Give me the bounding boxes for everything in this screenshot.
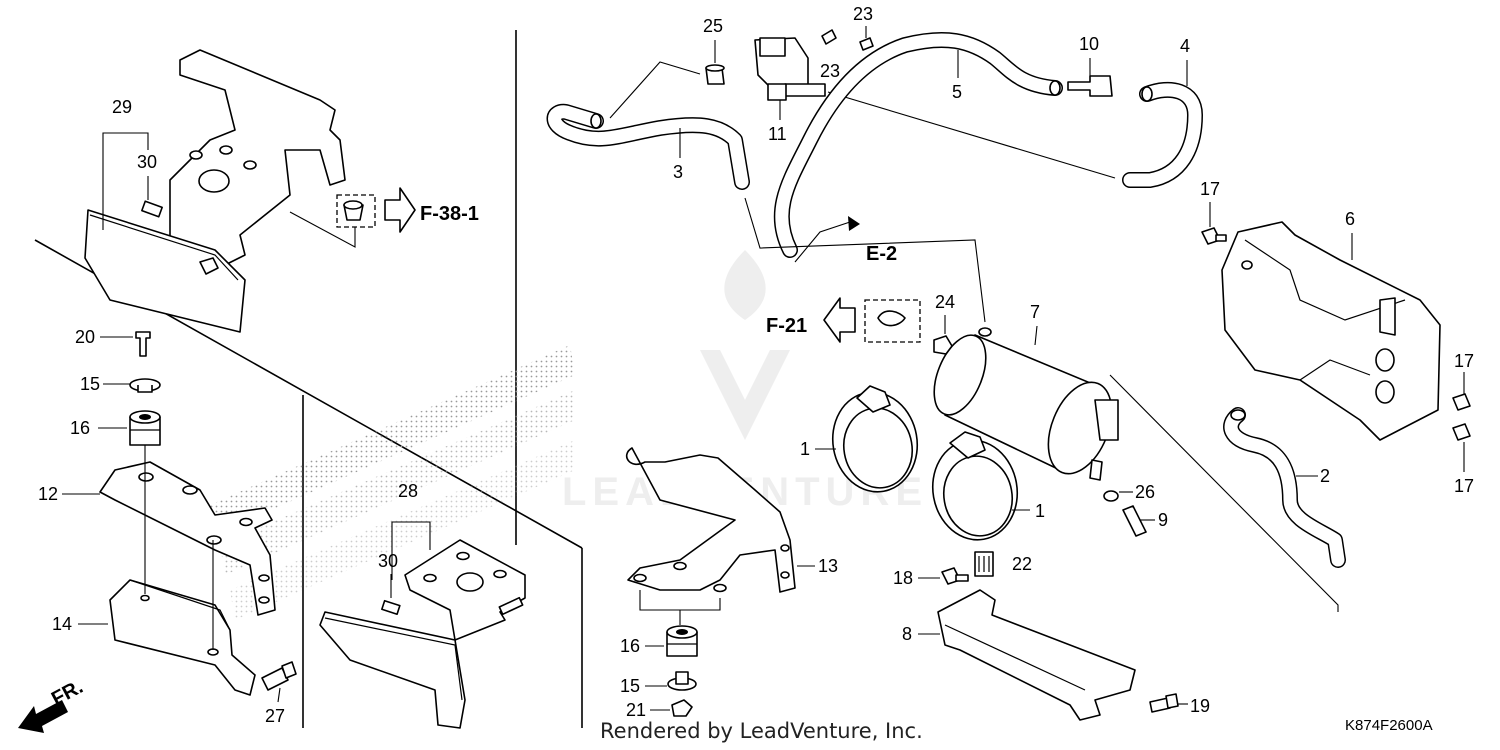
part-16-rubber-upper: 16 xyxy=(70,410,161,446)
callout-11-label: 11 xyxy=(768,124,787,144)
callout-14-label: 14 xyxy=(52,614,72,634)
part-28-bracket-assembly: 28 30 xyxy=(319,481,526,729)
part-14-cover: 14 xyxy=(52,445,256,696)
part-25-clip: 25 xyxy=(609,16,725,119)
callout-27-label: 27 xyxy=(265,706,285,726)
diagram-code: K874F2600A xyxy=(1345,717,1433,734)
part-24-nut: 24 xyxy=(933,292,955,355)
callout-28-label: 28 xyxy=(398,481,418,501)
part-13-bracket: 13 xyxy=(626,447,838,625)
callout-30-upper-label: 30 xyxy=(137,152,157,172)
callout-17-top-label: 17 xyxy=(1200,179,1220,199)
callout-23-label: 23 xyxy=(820,61,840,81)
part-18-bolt: 18 xyxy=(893,567,969,588)
part-7-canister: 7 xyxy=(933,302,1339,612)
part-8-bracket: 22 8 xyxy=(902,551,1136,721)
leader-hose-to-canister xyxy=(744,197,986,323)
part-21-nut: 21 xyxy=(626,699,693,720)
callout-29: 29 30 xyxy=(102,97,157,230)
ref-f21-label: F-21 xyxy=(766,315,807,337)
part-23-screws: 23 23 xyxy=(820,4,874,81)
part-1-band-right: 1 xyxy=(931,431,1045,541)
part-15-collar-upper: 15 xyxy=(80,374,161,394)
callout-30-lower-label: 30 xyxy=(378,551,398,571)
callout-16-lower-label: 16 xyxy=(620,636,640,656)
callout-21-label: 21 xyxy=(626,700,646,720)
callout-10-label: 10 xyxy=(1079,34,1099,54)
callout-1-left-label: 1 xyxy=(800,439,810,459)
callout-19-label: 19 xyxy=(1190,696,1210,716)
callout-7-label: 7 xyxy=(1030,302,1040,322)
ref-e2-label: E-2 xyxy=(866,243,897,265)
callout-2-label: 2 xyxy=(1320,466,1330,486)
part-2-hose: 2 xyxy=(1223,407,1346,568)
callout-25-label: 25 xyxy=(703,16,723,36)
part-27-bolt: 27 xyxy=(261,661,297,726)
ref-f21: F-21 xyxy=(766,297,921,343)
callout-17-mid-label: 17 xyxy=(1454,351,1474,371)
part-26-ring: 26 xyxy=(1103,482,1155,502)
callout-29-label: 29 xyxy=(112,97,132,117)
callout-16-upper-label: 16 xyxy=(70,418,90,438)
part-4-hose: 4 xyxy=(1122,36,1203,188)
callout-9-label: 9 xyxy=(1158,510,1168,530)
callout-20-label: 20 xyxy=(75,327,95,347)
callout-13-label: 13 xyxy=(818,556,838,576)
part-12-bracket: 12 xyxy=(38,461,276,616)
callout-15-upper-label: 15 xyxy=(80,374,100,394)
callout-1-right-label: 1 xyxy=(1035,501,1045,521)
part-19-bolt: 19 xyxy=(1149,693,1210,716)
part-11-solenoid-valve: 11 xyxy=(754,37,1116,179)
rendered-by-credit: Rendered by LeadVenture, Inc. xyxy=(600,719,923,743)
callout-4-label: 4 xyxy=(1180,36,1190,56)
part-17-bolts: 17 17 17 xyxy=(1200,179,1474,496)
part-20-bolt: 20 xyxy=(75,327,151,357)
callout-15-lower-label: 15 xyxy=(620,676,640,696)
part-29-bracket-assembly xyxy=(84,49,346,333)
callout-23-top-label: 23 xyxy=(853,4,873,24)
part-5-hose: 5 E-2 xyxy=(773,31,1063,265)
ref-f38-1: F-38-1 xyxy=(289,187,479,248)
callout-18-label: 18 xyxy=(893,568,913,588)
part-3-hose: 3 xyxy=(546,103,750,190)
ref-f38-1-label: F-38-1 xyxy=(420,203,479,225)
callout-17-bottom-label: 17 xyxy=(1454,476,1474,496)
part-6-bracket: 6 xyxy=(1221,209,1441,441)
callout-3-label: 3 xyxy=(673,162,683,182)
dotted-stripe xyxy=(210,345,575,620)
callout-12-label: 12 xyxy=(38,484,58,504)
callout-24-label: 24 xyxy=(935,292,955,312)
part-9-fitting: 9 xyxy=(1122,505,1168,537)
callout-22-label: 22 xyxy=(1012,554,1032,574)
callout-26-label: 26 xyxy=(1135,482,1155,502)
callout-5-label: 5 xyxy=(952,82,962,102)
part-10-joint: 10 xyxy=(1067,34,1113,97)
part-1-band-left: 1 xyxy=(800,385,919,493)
callout-6-label: 6 xyxy=(1345,209,1355,229)
part-16-rubber-lower: 16 xyxy=(620,625,698,657)
part-15-collar-lower: 15 xyxy=(620,671,697,696)
callout-8-label: 8 xyxy=(902,624,912,644)
front-direction-arrow: FR. xyxy=(18,676,87,733)
